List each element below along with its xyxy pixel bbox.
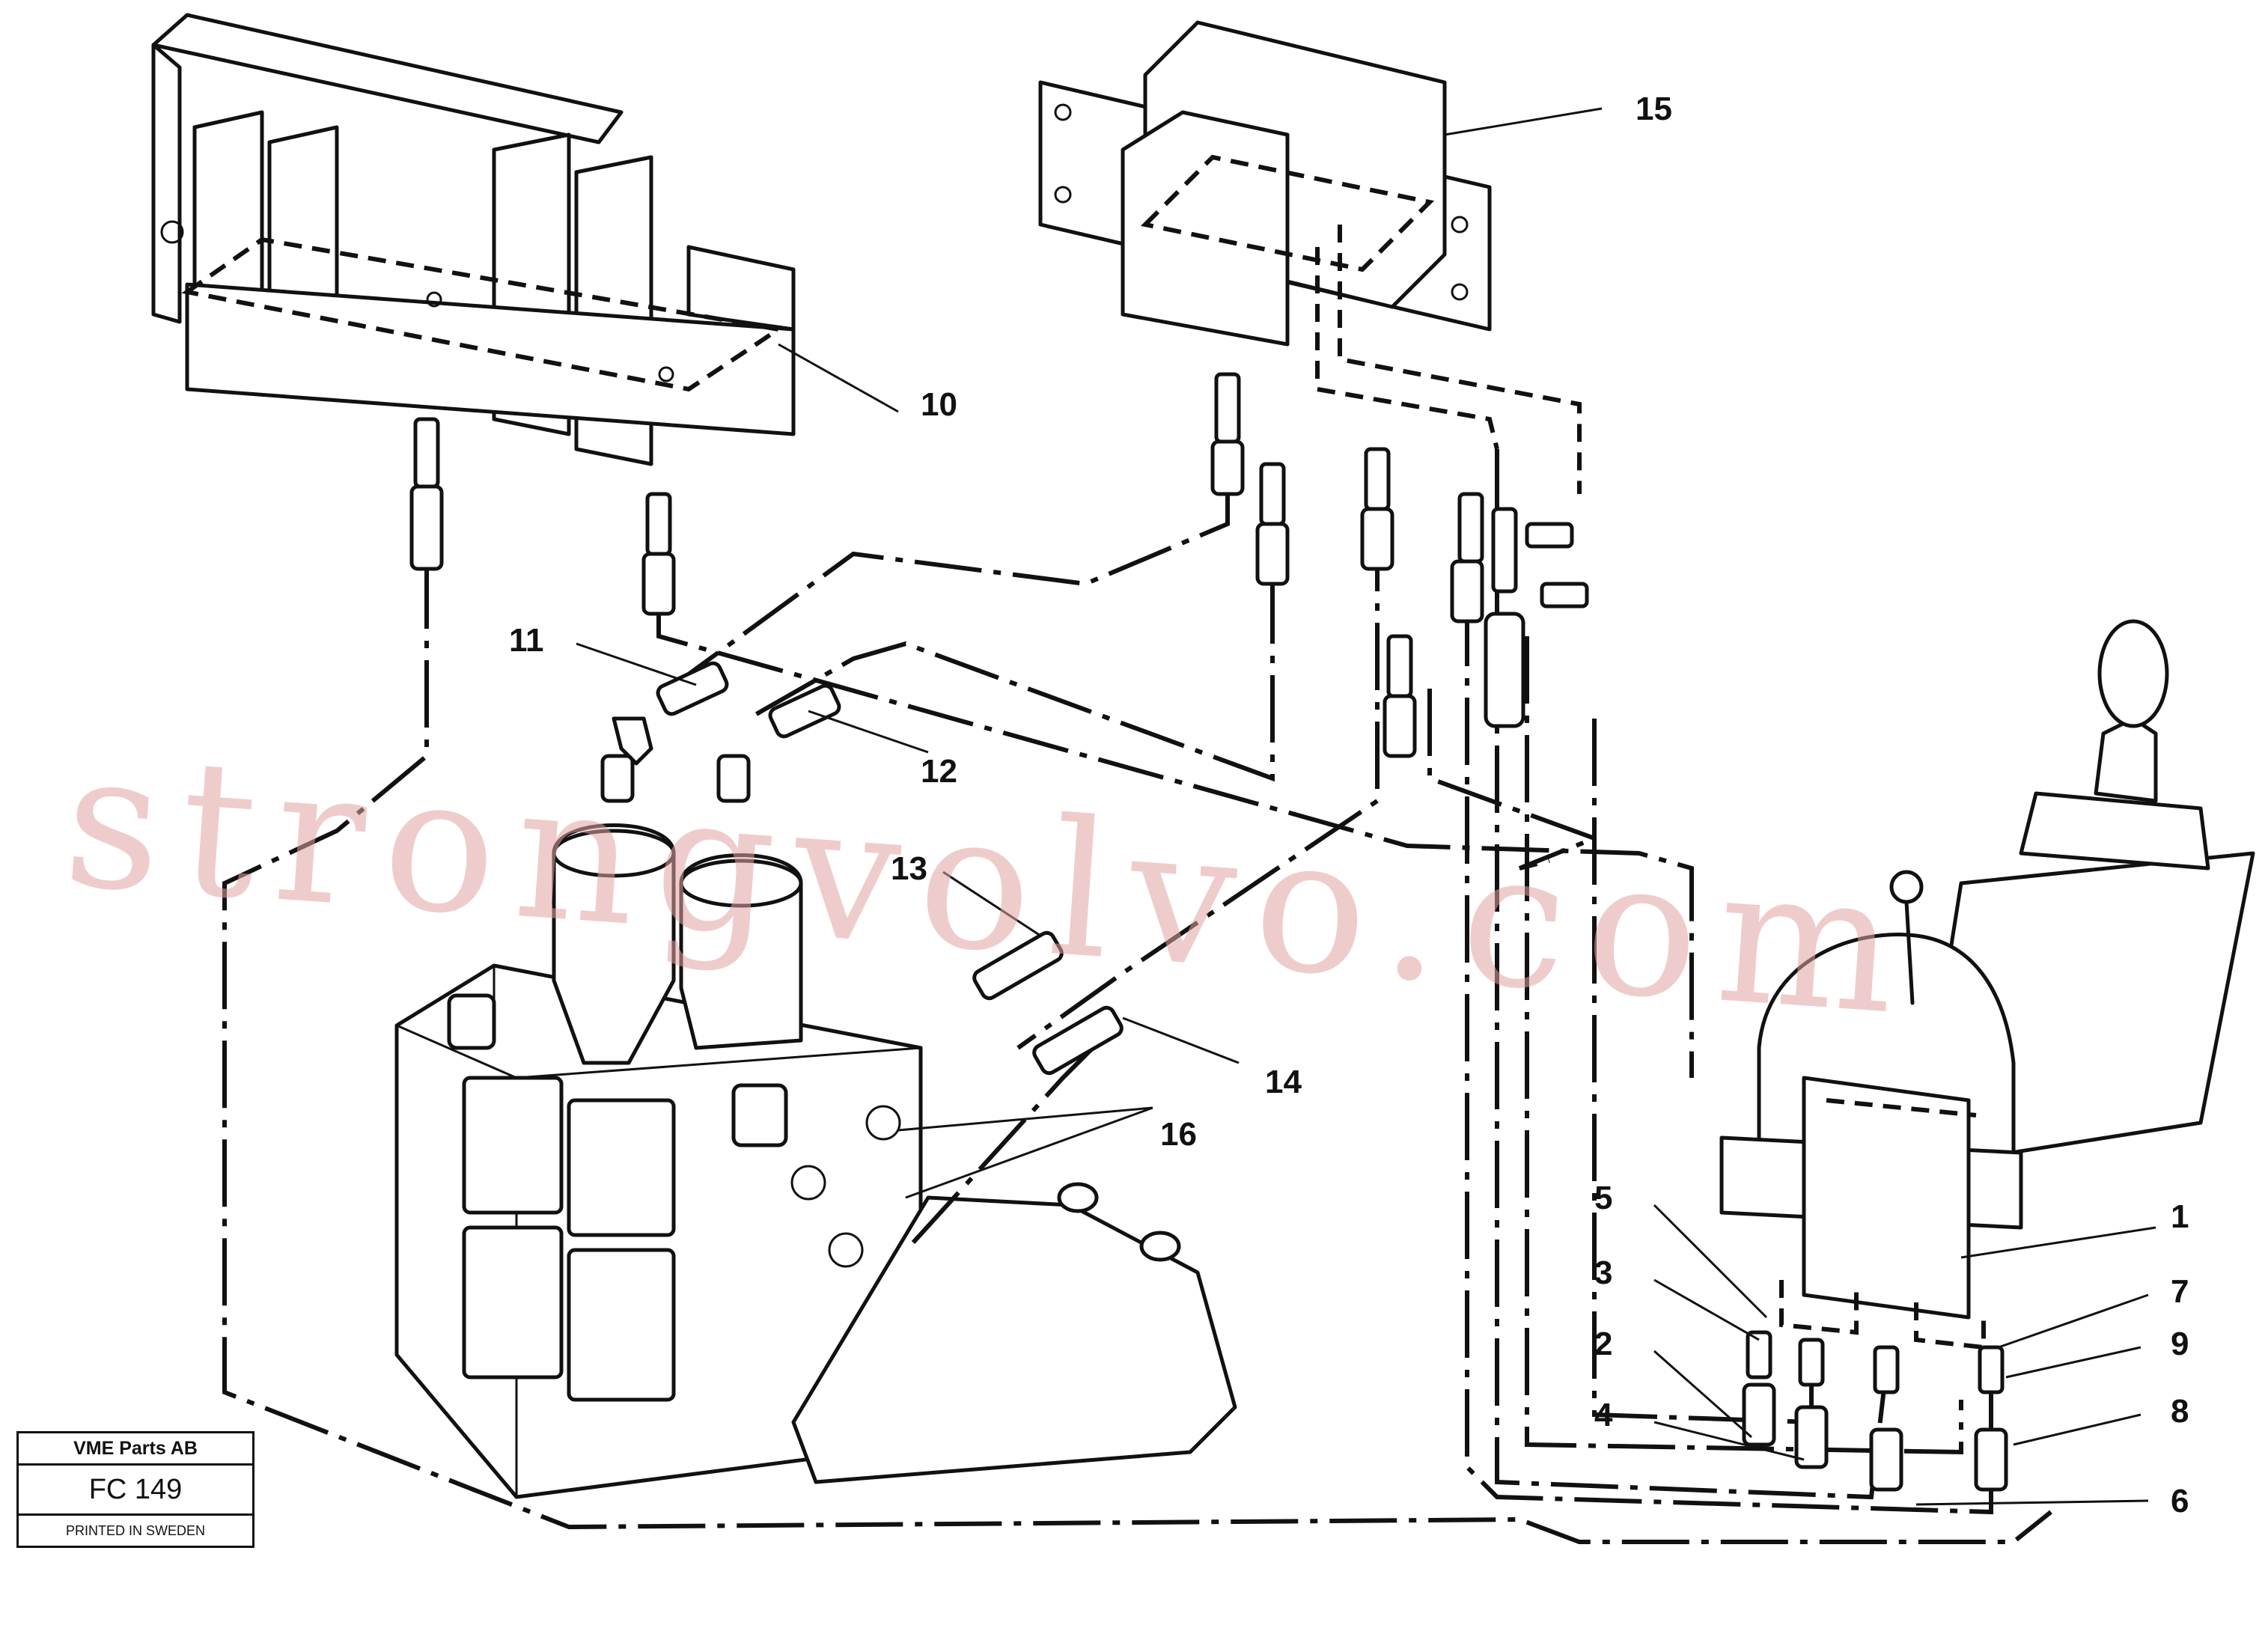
callout-1: 1: [2171, 1198, 2189, 1235]
stamp-code: FC 149: [19, 1466, 252, 1516]
callout-15: 15: [1636, 91, 1672, 127]
block-15: [1038, 20, 1492, 347]
callout-5: 5: [1594, 1180, 1612, 1216]
control-lever-housing: [1719, 619, 2255, 1320]
callout-8: 8: [2171, 1393, 2189, 1430]
valve-block-10: [151, 13, 796, 466]
callout-3: 3: [1594, 1254, 1612, 1291]
leader-lines: [576, 107, 2156, 1506]
callout-16: 16: [1160, 1116, 1197, 1153]
callout-14: 14: [1265, 1064, 1302, 1100]
stamp-printed: PRINTED IN SWEDEN: [65, 1523, 205, 1538]
hose-lines: [222, 225, 2052, 1544]
callout-11: 11: [509, 622, 544, 659]
callout-2: 2: [1594, 1326, 1612, 1362]
callout-12: 12: [921, 753, 957, 790]
title-stamp: VME Parts AB FC 149 PRINTED IN SWEDEN: [16, 1431, 254, 1548]
callout-6: 6: [2171, 1483, 2189, 1519]
fittings: [409, 372, 2008, 1492]
watermark: strongvolvo.com: [58, 710, 1922, 1057]
callout-13: 13: [891, 850, 927, 887]
callout-7: 7: [2171, 1273, 2189, 1310]
callout-9: 9: [2171, 1326, 2189, 1362]
callout-10: 10: [921, 386, 957, 423]
stamp-company: VME Parts AB: [19, 1433, 252, 1466]
tank-assembly: [394, 823, 1237, 1499]
callout-4: 4: [1594, 1397, 1613, 1433]
